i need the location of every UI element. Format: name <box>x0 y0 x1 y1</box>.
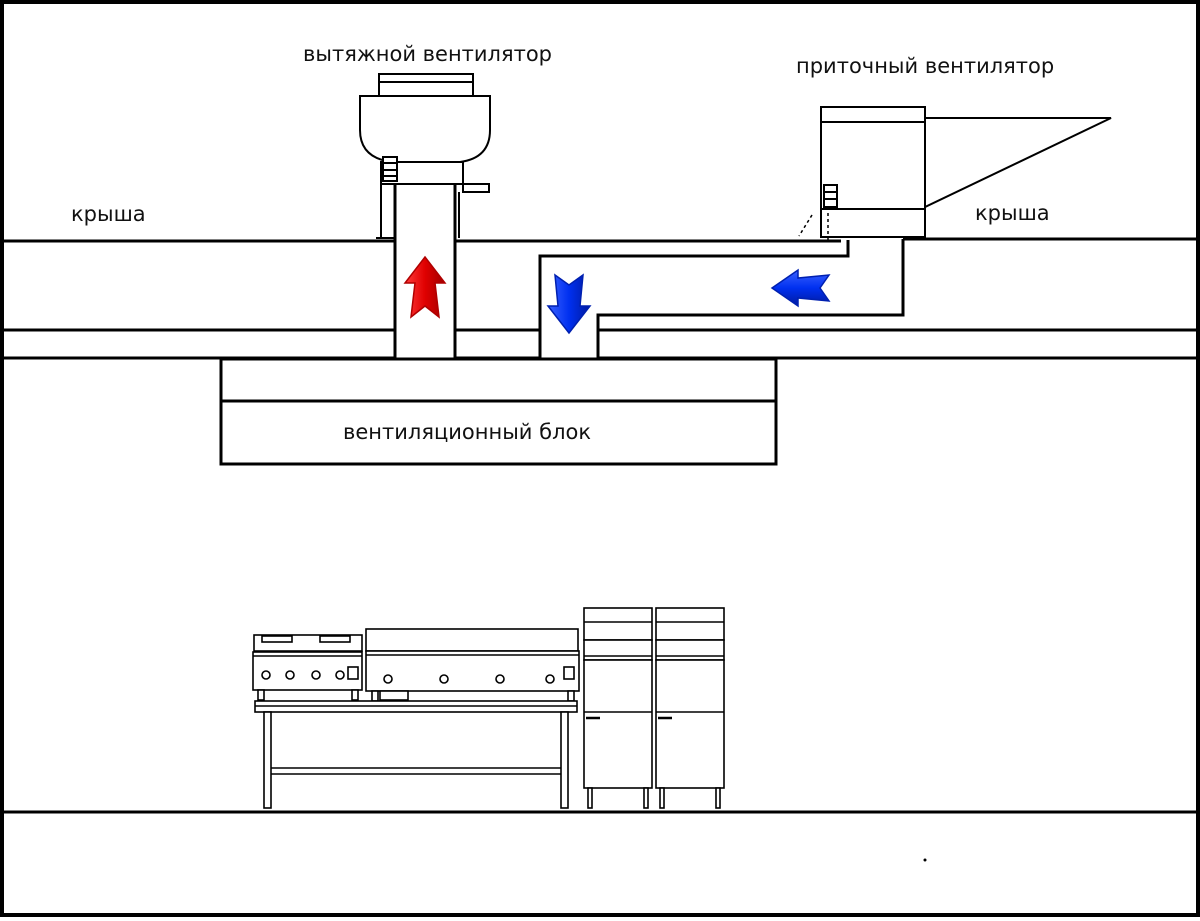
exhaust-fan <box>359 73 491 239</box>
roof-slab <box>0 237 1200 360</box>
supply-down-arrow <box>546 273 592 335</box>
supply-duct <box>538 239 905 358</box>
roof-right-label: крыша <box>975 201 1050 225</box>
griddle-unit <box>365 628 580 702</box>
supply-fan <box>798 106 1112 240</box>
fryer-unit-1 <box>583 607 653 809</box>
supply-fan-label: приточный вентилятор <box>796 54 1055 78</box>
fryer-unit-2 <box>655 607 725 809</box>
ventilation-unit <box>219 357 778 466</box>
stove-burner-unit <box>252 634 363 701</box>
supply-left-arrow <box>770 268 831 308</box>
ventilation-unit-label: вентиляционный блок <box>343 420 592 444</box>
exhaust-flow-arrow <box>403 255 447 319</box>
stray-dot <box>923 858 927 862</box>
steel-table <box>254 700 578 809</box>
roof-left-label: крыша <box>71 202 146 226</box>
exhaust-fan-label: вытяжной вентилятор <box>303 42 553 66</box>
